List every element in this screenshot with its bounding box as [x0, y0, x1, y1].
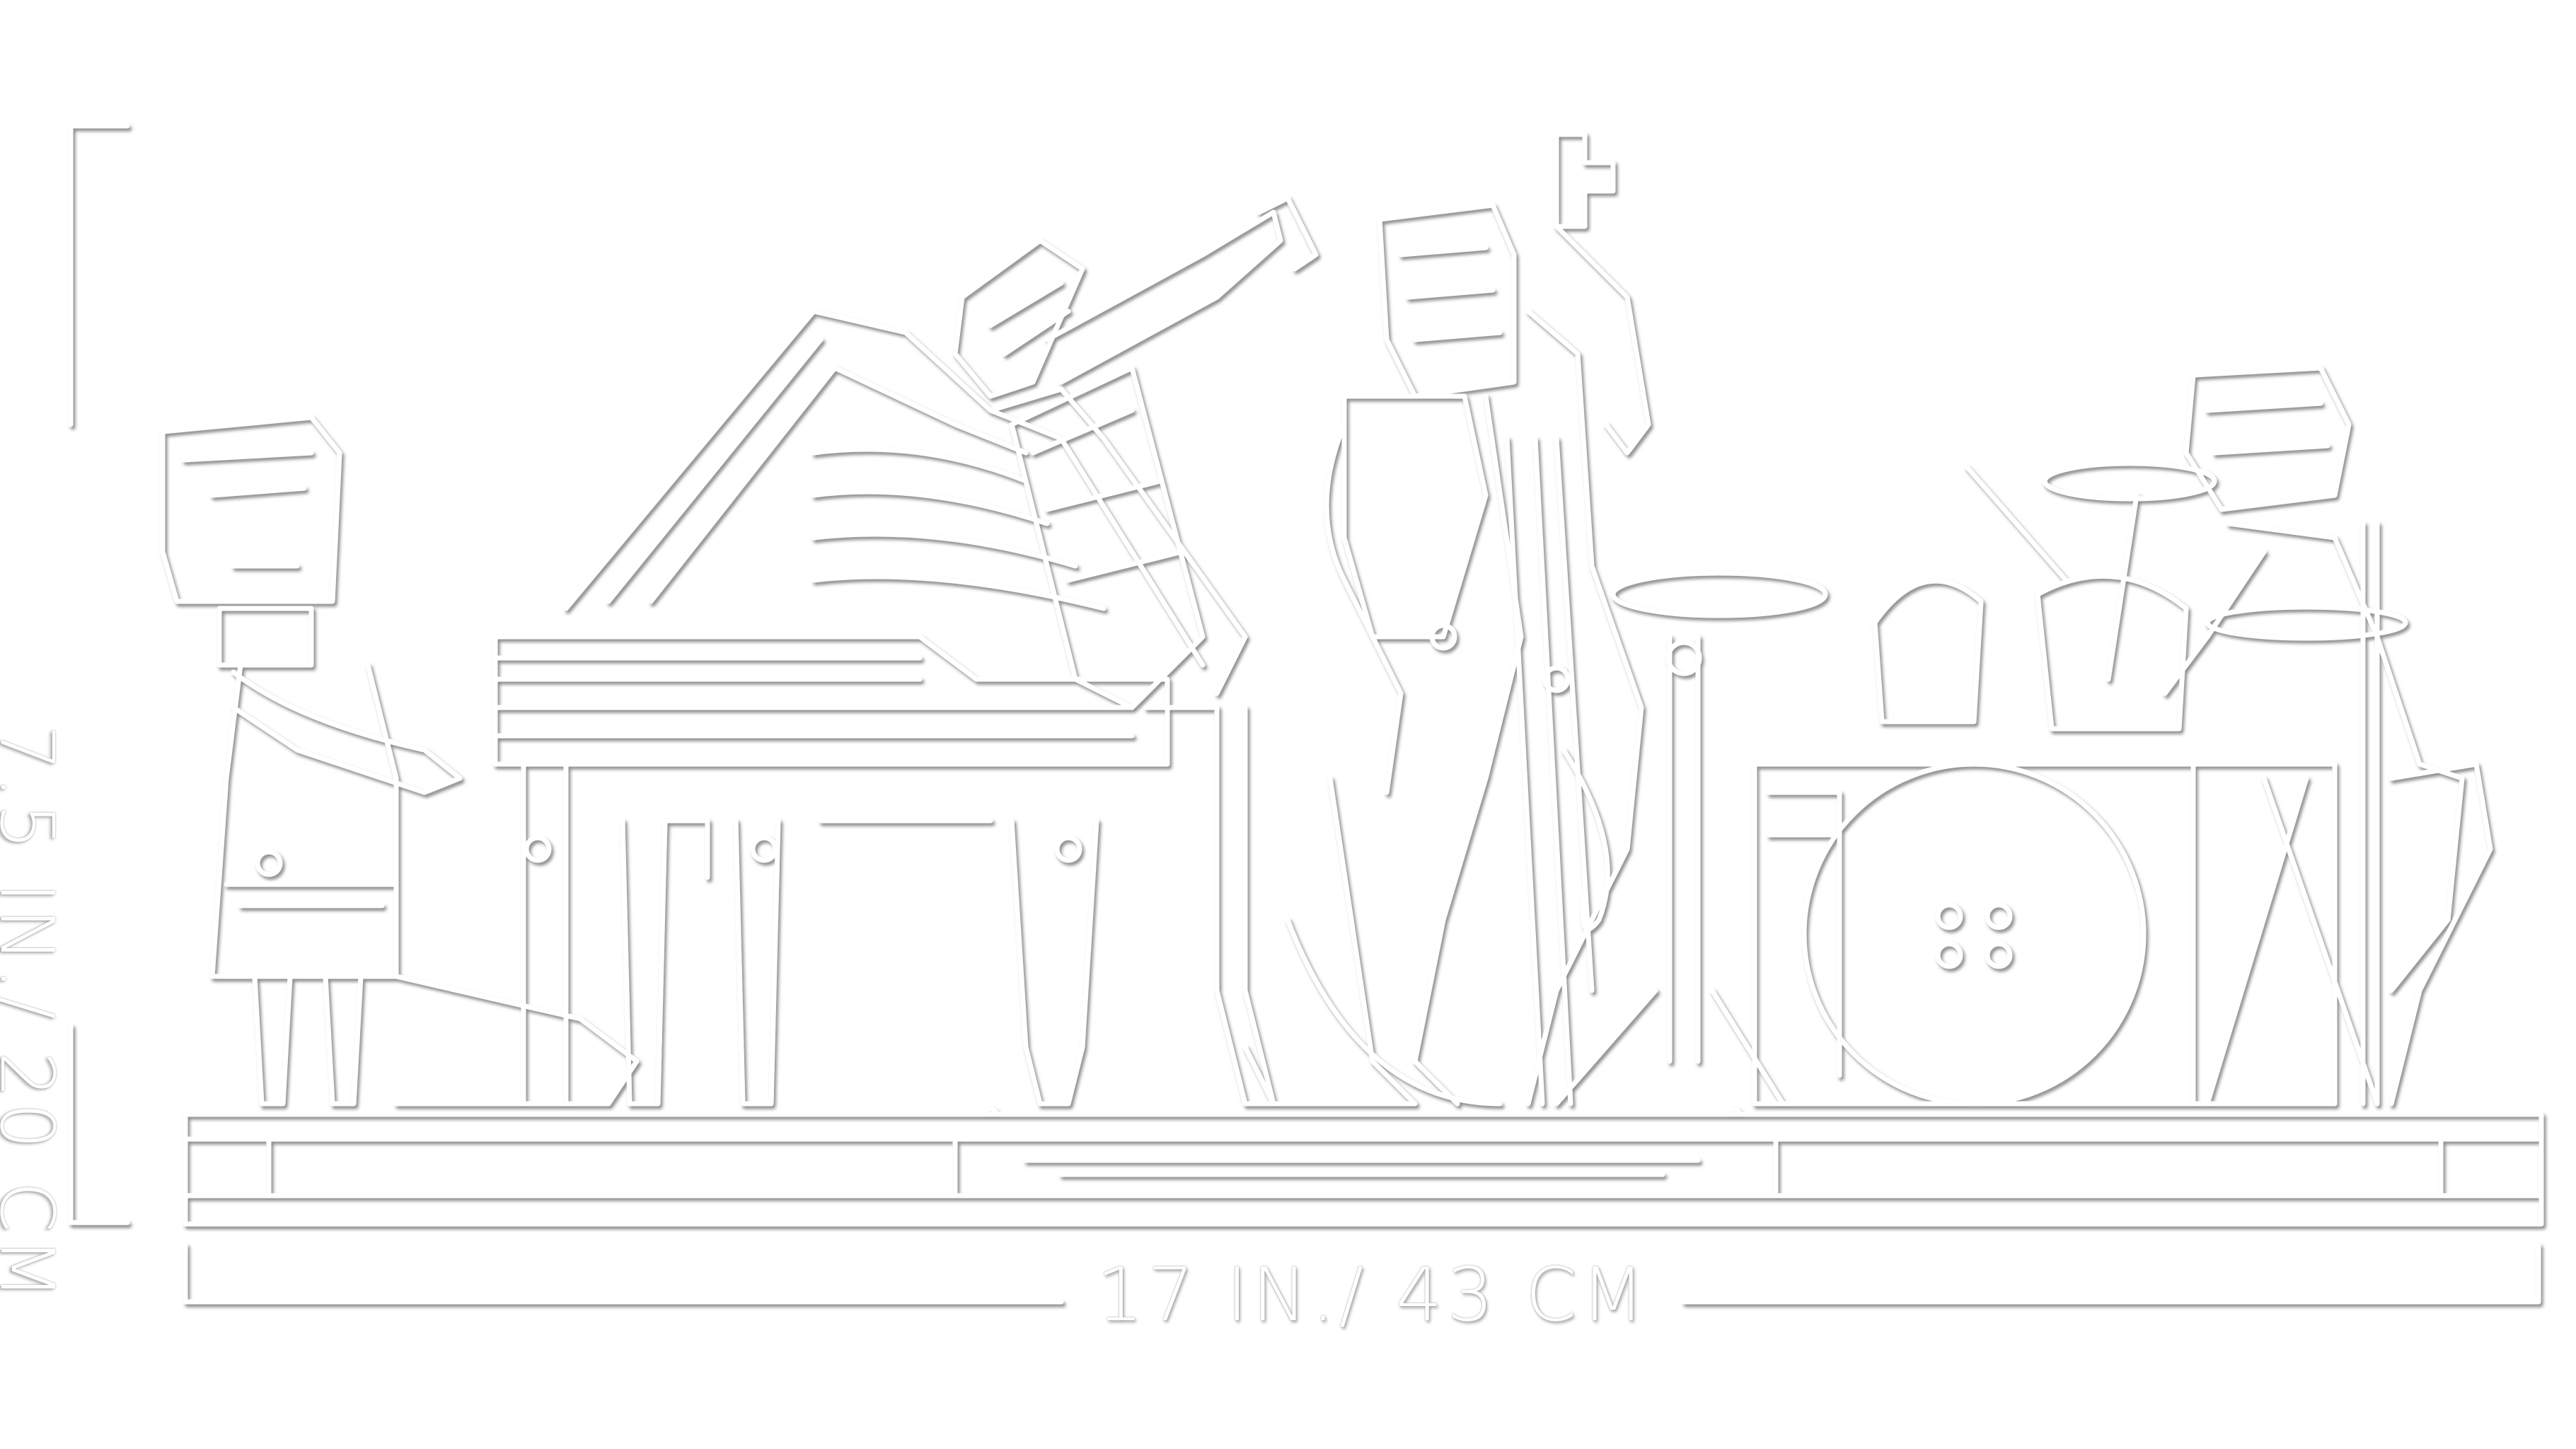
trumpet-player — [952, 195, 1319, 1107]
width-dimension-line — [183, 1242, 2541, 1305]
drummer — [2162, 365, 2493, 1107]
grand-piano — [492, 308, 1248, 1107]
stage-base — [183, 1107, 2544, 1227]
double-bass-player — [1242, 202, 1571, 1107]
height-dimension-line — [68, 123, 130, 1225]
height-dimension-label: 7.5 IN./ 20 CM — [0, 724, 70, 1305]
drum-kit — [1554, 461, 2408, 1107]
width-dimension-label: 17 IN./ 43 CM — [1096, 1252, 1649, 1338]
double-bass — [1285, 132, 1651, 1107]
